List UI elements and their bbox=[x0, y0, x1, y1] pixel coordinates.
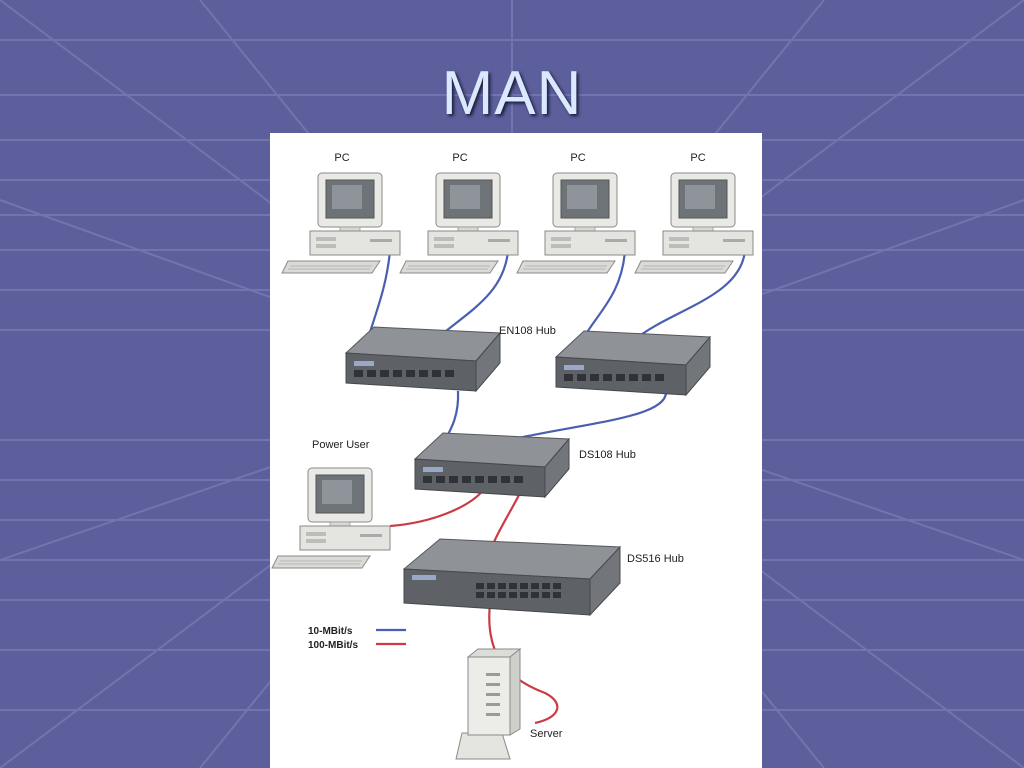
ds108-hub bbox=[414, 432, 570, 498]
power-user-label: Power User bbox=[312, 439, 370, 451]
en108-hub-right bbox=[555, 330, 711, 396]
power-user-pc bbox=[271, 467, 391, 569]
legend-label-10mbit: 10-MBit/s bbox=[308, 626, 353, 637]
pc-label-1: PC bbox=[334, 152, 349, 164]
legend: 10-MBit/s 100-MBit/s bbox=[308, 626, 406, 651]
pc-4 bbox=[634, 172, 754, 274]
pc-label-3: PC bbox=[570, 152, 585, 164]
pc-3 bbox=[516, 172, 636, 274]
network-diagram: PC PC PC PC EN108 Hub DS108 Hub Power Us… bbox=[270, 133, 762, 768]
server-tower bbox=[455, 647, 522, 760]
slide-title: MAN bbox=[441, 59, 583, 128]
ds108-hub-label: DS108 Hub bbox=[579, 449, 636, 461]
pc-2 bbox=[399, 172, 519, 274]
server-label: Server bbox=[530, 728, 563, 740]
ds516-hub bbox=[402, 538, 622, 617]
pc-label-2: PC bbox=[452, 152, 467, 164]
en108-hub-left bbox=[345, 326, 501, 392]
en108-hub-label: EN108 Hub bbox=[499, 325, 556, 337]
pc-label-4: PC bbox=[690, 152, 705, 164]
legend-label-100mbit: 100-MBit/s bbox=[308, 640, 358, 651]
ds516-hub-label: DS516 Hub bbox=[627, 553, 684, 565]
pc-1 bbox=[281, 172, 401, 274]
